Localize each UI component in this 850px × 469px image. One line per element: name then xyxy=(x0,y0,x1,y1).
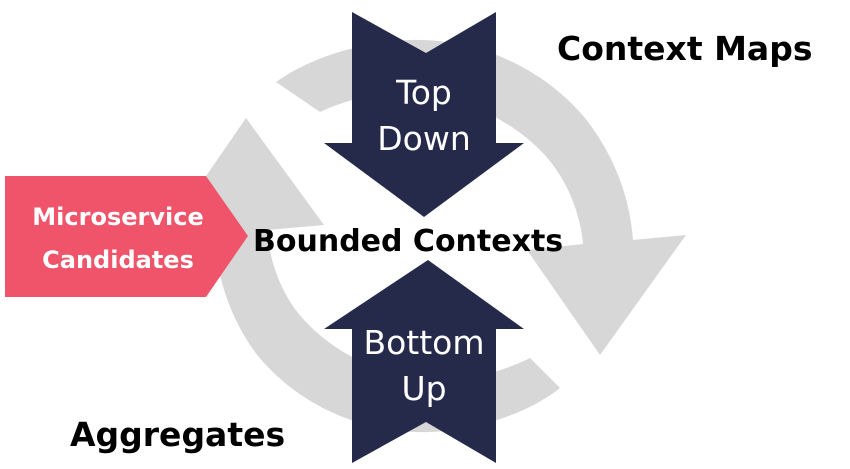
aggregates-heading: Aggregates xyxy=(70,415,285,454)
bottom-up-arrow-shape xyxy=(324,260,524,463)
cycle-arrows xyxy=(162,39,686,433)
top-down-arrow-shape xyxy=(324,12,524,217)
top-down-label-line1: Top xyxy=(395,73,452,112)
top-down-arrow: Top Down xyxy=(324,12,524,217)
context-maps-heading: Context Maps xyxy=(557,29,812,68)
microservice-candidates-tag: Microservice Candidates xyxy=(5,176,248,297)
microservice-label-line2: Candidates xyxy=(42,246,194,274)
cycle-arrow-lower-left xyxy=(162,118,560,433)
bottom-up-label-line1: Bottom xyxy=(363,323,484,362)
top-down-label-line2: Down xyxy=(377,119,471,158)
cycle-arrow-upper-right xyxy=(276,39,686,355)
microservice-label-line1: Microservice xyxy=(32,203,203,231)
bottom-up-label-line2: Up xyxy=(401,369,446,408)
bounded-contexts-heading: Bounded Contexts xyxy=(253,224,563,259)
bottom-up-arrow: Bottom Up xyxy=(324,260,524,463)
microservice-chevron-shape xyxy=(5,176,248,297)
